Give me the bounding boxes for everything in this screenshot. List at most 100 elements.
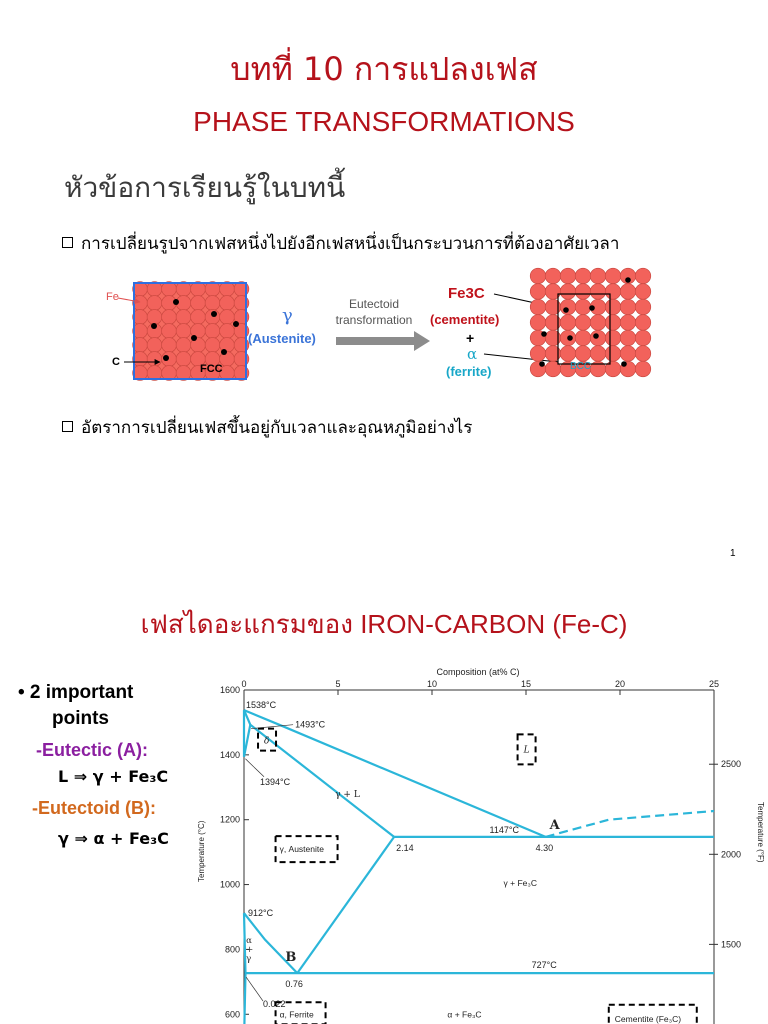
ferrite-atom [574,345,592,362]
gamma-plus-liquid-label: γ + L [335,790,360,800]
ferrite-atom [619,329,637,347]
phase-line-liquidus-right [545,809,715,838]
left-tick-label: 1600 [220,685,240,695]
fcc-lattice [132,281,250,381]
carbon-atom [563,307,569,313]
alpha-pointer-arrow [483,353,559,365]
bcc-label: BCC [570,361,591,372]
ferrite-atom [559,267,577,285]
ferrite-atom [634,345,652,362]
iron-atom [175,323,192,339]
slide-title-english: PHASE TRANSFORMATIONS [193,106,575,137]
composition-axis-label: Composition (at% C) [436,667,519,677]
ferrite-atom [574,267,592,285]
ferrite-label: (ferrite) [446,364,492,379]
top-tick-label: 5 [335,679,340,689]
austenite-label: γ, Austenite [280,844,325,854]
alpha-gamma-label: α [246,936,252,946]
carbon-atom [163,355,169,361]
gamma-symbol: γ [282,305,293,326]
slide-2 [0,568,768,1024]
ferrite-atom [634,298,652,316]
ferrite-atom [634,329,652,347]
ferrite-atom [604,329,622,347]
ferrite-atom [589,345,607,362]
ferrite-atom [619,345,637,362]
temp-1394: 1394°C [260,777,291,787]
ferrite-atom [619,314,637,331]
ferrite-atom [619,283,637,300]
left-tick-label: 1000 [220,880,240,890]
slide-2-title-english: IRON-CARBON (Fe-C) [360,609,628,639]
temp-912: 912°C [248,908,274,918]
cementite-cell-outline [557,293,611,365]
top-tick-label: 10 [427,679,437,689]
temp-1538: 1538°C [246,700,277,710]
comp-430: 4.30 [536,843,554,853]
comp-0022: 0.022 [263,999,286,1009]
eutectoid-transformation-figure: Fe C FCC γ (Austenite) Eutectoid transfo… [106,267,652,381]
iron-atom [161,323,177,339]
carbon-atom [539,361,545,367]
top-tick-label: 20 [615,679,625,689]
ferrite-atom [574,283,592,300]
comp-076: 0.76 [285,979,303,989]
ferrite-atom [529,283,547,300]
cementite-phase-label: Cementite (Fe₃C) [615,1014,681,1024]
eutectoid-point-B: B [285,950,296,965]
carbon-atom [621,361,627,367]
iron-atom [219,323,235,339]
top-tick-label: 15 [521,679,531,689]
iron-atom [175,351,192,367]
pearlite-lattice [529,267,652,378]
c-atom-label: C [112,356,120,368]
learning-topics-heading: หัวข้อการเรียนรู้ในบทนี้ [64,171,346,204]
delta-label: δ [264,737,269,747]
top-tick-label: 25 [709,679,719,689]
ferrite-atom [529,345,547,362]
ferrite-atom [559,345,577,362]
y-axis-label-fahrenheit: Temperature (°F) [756,802,765,863]
important-points-line1: • 2 important [18,682,134,703]
cementite-label: (cementite) [430,312,499,327]
left-tick-label: 1400 [220,750,240,760]
iron-atom [175,309,192,325]
comp-214: 2.14 [396,843,414,853]
ferrite-atom [559,298,577,316]
carbon-atom [541,331,547,337]
ferrite-label: α, Ferrite [280,1009,314,1019]
slide-2-title-thai: เฟสไดอะแกรมของ [140,610,353,640]
ferrite-atom [559,283,577,300]
y-axis-label-celsius: Temperature (°C) [197,820,206,882]
ferrite-atom [604,345,622,362]
top-tick-label: 0 [241,679,246,689]
alpha-plus-cementite-label: α + Fe₃C [447,1009,481,1019]
iron-atom [190,295,206,311]
temp-727: 727°C [532,960,558,970]
left-tick-label: 800 [225,944,240,954]
iron-atom [204,323,221,339]
ferrite-atom [529,298,547,316]
iron-carbon-phase-diagram: Composition (at% C) Temperature (°C) Tem… [197,667,765,1024]
ferrite-atom [574,329,592,347]
ferrite-atom [604,298,622,316]
ferrite-atom [634,283,652,300]
leader-1394 [245,758,265,778]
ferrite-atom [589,283,607,300]
phase-line-liquidus-left [243,709,547,838]
iron-atom [219,295,235,311]
iron-atom [204,295,221,311]
ferrite-atom [574,298,592,316]
gamma-plus-cementite-label: γ + Fe₃C [504,878,537,888]
liquid-label: L [523,745,530,755]
ferrite-atom [529,267,547,285]
ferrite-atom [604,314,622,331]
bullet-text-2: อัตราการเปลี่ยนเฟสขึ้นอยู่กับเวลาและอุณห… [81,418,473,438]
right-tick-label: 1500 [721,939,741,949]
ferrite-atom [634,360,652,378]
phase-line-a3 [243,912,299,974]
fcc-label: FCC [200,363,223,375]
ferrite-atom [559,314,577,331]
iron-atom [219,309,235,325]
